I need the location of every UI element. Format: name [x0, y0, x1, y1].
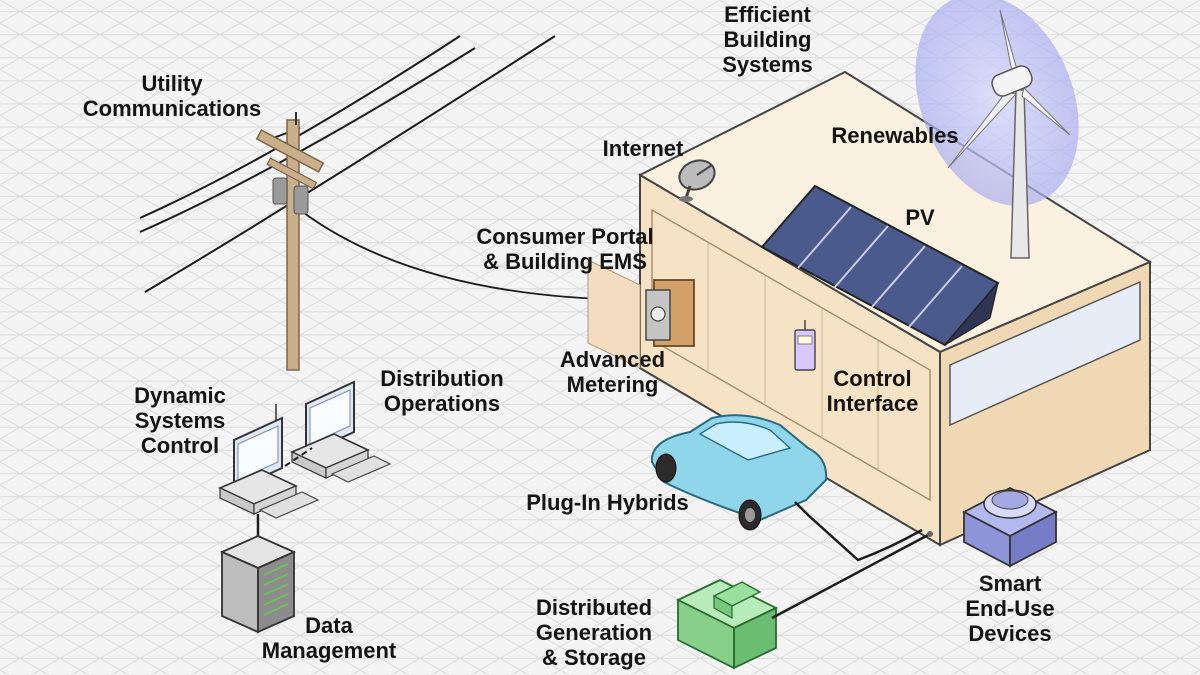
label-advanced-metering: Advanced Metering — [540, 347, 685, 397]
label-consumer-portal: Consumer Portal & Building EMS — [450, 224, 680, 274]
label-internet: Internet — [588, 136, 698, 161]
label-renewables: Renewables — [815, 123, 975, 148]
transformer-icon — [273, 178, 287, 204]
label-smart-end-use-devices: Smart End-Use Devices — [945, 571, 1075, 646]
label-pv: PV — [890, 205, 950, 230]
label-dynamic-systems-control: Dynamic Systems Control — [118, 383, 242, 458]
wall-outlet — [927, 531, 933, 537]
transformer-icon — [294, 186, 308, 214]
label-distribution-operations: Distribution Operations — [362, 366, 522, 416]
label-control-interface: Control Interface — [810, 366, 935, 416]
meter-box-icon — [646, 280, 694, 346]
label-distributed-generation: Distributed Generation & Storage — [514, 595, 674, 670]
label-plug-in-hybrids: Plug-In Hybrids — [505, 490, 710, 515]
label-efficient-building-systems: Efficient Building Systems — [700, 2, 835, 77]
label-data-management: Data Management — [244, 613, 414, 663]
label-utility-communications: Utility Communications — [62, 71, 282, 121]
